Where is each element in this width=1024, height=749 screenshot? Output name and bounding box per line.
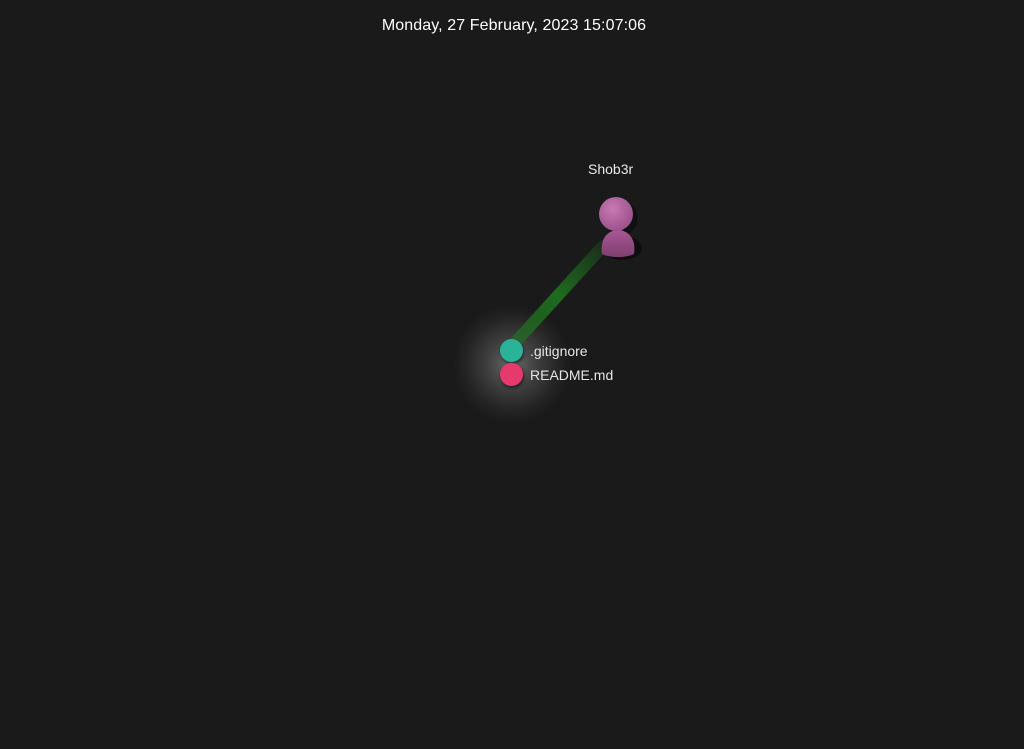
user-name-label: Shob3r <box>588 161 634 177</box>
person-icon[interactable] <box>586 192 650 268</box>
file-dot-icon <box>500 339 523 362</box>
date-label: Monday, 27 February, 2023 15:07:06 <box>381 17 647 34</box>
file-node-gitignore[interactable]: .gitignore <box>500 339 588 362</box>
file-dot-icon <box>500 363 523 386</box>
file-node-readme[interactable]: README.md <box>500 363 613 386</box>
file-name-label: .gitignore <box>530 342 588 359</box>
file-name-label: README.md <box>530 366 614 383</box>
